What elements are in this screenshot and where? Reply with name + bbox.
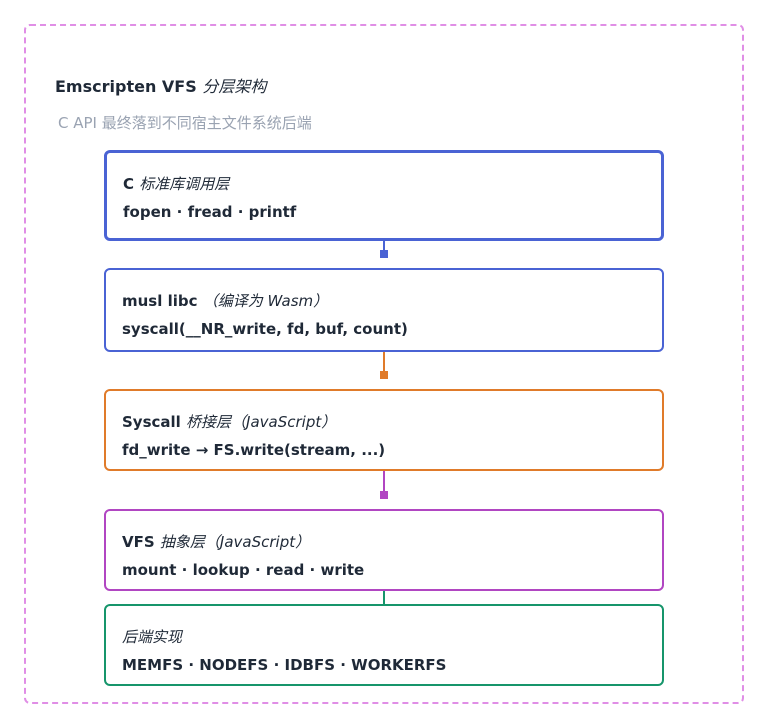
layer-syscall-bridge: Syscall 桥接层（JavaScript） fd_write → FS.wr… — [104, 389, 664, 471]
layer-title: VFS 抽象层（JavaScript） — [122, 531, 310, 552]
diagram-subtitle: C API 最终落到不同宿主文件系统后端 — [58, 114, 312, 132]
layer-title: musl libc （编译为 Wasm） — [122, 290, 328, 311]
layer-title-main: C — [123, 175, 135, 193]
title-sub: 分层架构 — [202, 77, 267, 96]
diagram-title: Emscripten VFS 分层架构 — [55, 73, 266, 97]
connector-arrow — [380, 471, 388, 499]
layer-title: 后端实现 — [122, 626, 182, 647]
layer-vfs-abstraction: VFS 抽象层（JavaScript） mount · lookup · rea… — [104, 509, 664, 591]
layer-title-main: Syscall — [122, 413, 181, 431]
layer-backends: 后端实现 MEMFS · NODEFS · IDBFS · WORKERFS — [104, 604, 664, 686]
layer-title: C 标准库调用层 — [123, 173, 229, 194]
layer-title-main: musl libc — [122, 292, 198, 310]
layer-title-note: 桥接层（JavaScript） — [186, 413, 337, 431]
layer-detail: fopen · fread · printf — [123, 203, 297, 221]
layer-detail: MEMFS · NODEFS · IDBFS · WORKERFS — [122, 656, 447, 674]
layer-detail: fd_write → FS.write(stream, ...) — [122, 441, 386, 459]
layer-detail: mount · lookup · read · write — [122, 561, 365, 579]
title-main: Emscripten VFS — [55, 77, 197, 96]
layer-title-note: 标准库调用层 — [139, 175, 230, 193]
connector-arrow — [380, 241, 388, 258]
layer-title-note: 后端实现 — [122, 628, 183, 646]
layer-musl-libc: musl libc （编译为 Wasm） syscall(__NR_write,… — [104, 268, 664, 352]
layer-c-stdlib: C 标准库调用层 fopen · fread · printf — [104, 150, 664, 241]
layer-title: Syscall 桥接层（JavaScript） — [122, 411, 336, 432]
connector-arrow — [380, 352, 388, 379]
layer-title-note: （编译为 Wasm） — [202, 292, 329, 310]
diagram-frame — [24, 24, 744, 704]
layer-title-main: VFS — [122, 533, 155, 551]
layer-title-note: 抽象层（JavaScript） — [159, 533, 311, 551]
layer-detail: syscall(__NR_write, fd, buf, count) — [122, 320, 408, 338]
